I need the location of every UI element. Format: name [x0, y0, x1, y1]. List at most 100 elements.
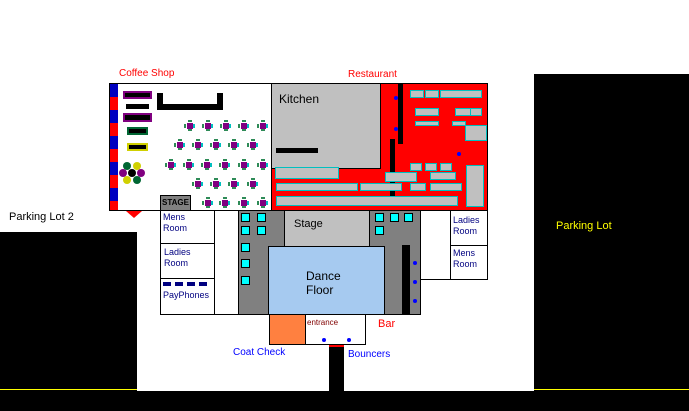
- ground-strip: [0, 391, 689, 411]
- stool: [394, 127, 398, 131]
- table-yellow: [127, 143, 148, 151]
- restaurant-table: [276, 196, 458, 206]
- coffee-shop-door-icon[interactable]: [126, 211, 142, 218]
- parking-lot-2-label: Parking Lot 2: [9, 211, 74, 223]
- restaurant-table: [452, 121, 466, 126]
- payphone-icons: [163, 282, 171, 286]
- restaurant-door-icon[interactable]: [488, 136, 495, 152]
- cafe-table: [202, 120, 211, 129]
- restaurant-table: [440, 90, 482, 98]
- club-table: [390, 213, 399, 222]
- cafe-table: [174, 139, 183, 148]
- cafe-table: [238, 120, 247, 129]
- cafe-table: [202, 197, 211, 206]
- entrance-walkway: [329, 345, 344, 395]
- restaurant-table: [415, 108, 439, 116]
- coffee-shop-label: Coffee Shop: [119, 68, 175, 79]
- entrance-label: entrance: [307, 318, 339, 327]
- window-stripe: [110, 84, 118, 210]
- stool: [457, 152, 461, 156]
- cafe-table: [228, 178, 237, 187]
- restaurant-table: [430, 172, 456, 180]
- cafe-table: [228, 139, 237, 148]
- table-green: [127, 127, 148, 135]
- club-table: [375, 213, 384, 222]
- ladies-room-left: [160, 243, 215, 279]
- kitchen-label: Kitchen: [279, 92, 320, 106]
- cafe-table: [192, 139, 201, 148]
- dance-floor-label-1: Dance: [306, 269, 341, 283]
- club-table: [257, 213, 266, 222]
- cafe-table: [165, 159, 174, 168]
- cafe-table: [201, 159, 210, 168]
- yellow-line-right: [534, 389, 689, 390]
- cafe-table: [257, 197, 266, 206]
- dance-floor-label-2: Floor: [306, 283, 334, 297]
- restaurant-table: [466, 165, 484, 207]
- cafe-table: [210, 139, 219, 148]
- cafe-table: [257, 159, 266, 168]
- parking-lot-label: Parking Lot: [556, 220, 612, 232]
- club-table: [375, 226, 384, 235]
- cafe-table: [247, 139, 256, 148]
- club-table: [241, 259, 250, 268]
- restaurant-label: Restaurant: [348, 69, 397, 80]
- sofa-purple: [123, 91, 152, 99]
- stage-label: Stage: [294, 218, 323, 230]
- corridor-right: [420, 210, 451, 280]
- parking-lot-2-area: [0, 232, 137, 411]
- ladies-room-left-label: Ladies Room: [164, 247, 191, 268]
- cafe-table: [219, 159, 228, 168]
- restaurant-table: [415, 121, 439, 126]
- parking-lot-area: [534, 74, 689, 411]
- restaurant-table: [465, 125, 487, 141]
- mens-room-left-label: Mens Room: [163, 212, 188, 233]
- restaurant-table: [360, 183, 402, 191]
- corridor: [214, 210, 239, 315]
- restaurant-table: [410, 183, 426, 191]
- restaurant-table: [425, 90, 439, 98]
- cafe-table: [219, 197, 228, 206]
- cafe-table: [238, 159, 247, 168]
- club-table: [257, 226, 266, 235]
- bar-stool: [413, 280, 417, 284]
- coat-check-label: Coat Check: [233, 347, 286, 358]
- restaurant-table: [410, 163, 422, 171]
- restaurant-table: [470, 108, 482, 116]
- cafe-table: [210, 178, 219, 187]
- bouncer-marker: [347, 338, 351, 342]
- ladies-room-right-label: Ladies Room: [453, 215, 480, 236]
- kitchen: [271, 83, 381, 169]
- club-bar-counter: [402, 245, 410, 315]
- cafe-table: [238, 197, 247, 206]
- counter-bar: [276, 148, 318, 153]
- restaurant-bar-counter: [398, 84, 403, 144]
- shelf: [126, 104, 149, 109]
- mens-room-right: [450, 245, 488, 280]
- club-table: [404, 213, 413, 222]
- stage: [284, 210, 370, 247]
- yellow-line-left: [0, 389, 137, 390]
- club-table: [241, 213, 250, 222]
- restaurant-table: [430, 183, 462, 191]
- restaurant-table: [385, 172, 417, 182]
- table-purple: [123, 113, 152, 122]
- club-table: [241, 243, 250, 252]
- cafe-table: [183, 159, 192, 168]
- bar-stool: [413, 299, 417, 303]
- restaurant-table: [440, 163, 452, 171]
- cafe-table: [220, 120, 229, 129]
- counter: [157, 93, 223, 110]
- cafe-table: [192, 178, 201, 187]
- cafe-table: [247, 178, 256, 187]
- bar-stool: [413, 261, 417, 265]
- entrance[interactable]: [305, 314, 366, 345]
- mens-room-right-label: Mens Room: [453, 248, 478, 269]
- cafe-table: [184, 120, 193, 129]
- small-stage-label: STAGE: [162, 198, 189, 207]
- stool: [394, 96, 398, 100]
- restaurant-table: [275, 167, 339, 179]
- bouncers-label: Bouncers: [348, 349, 391, 360]
- club-table: [241, 276, 250, 285]
- coat-check: [269, 314, 306, 345]
